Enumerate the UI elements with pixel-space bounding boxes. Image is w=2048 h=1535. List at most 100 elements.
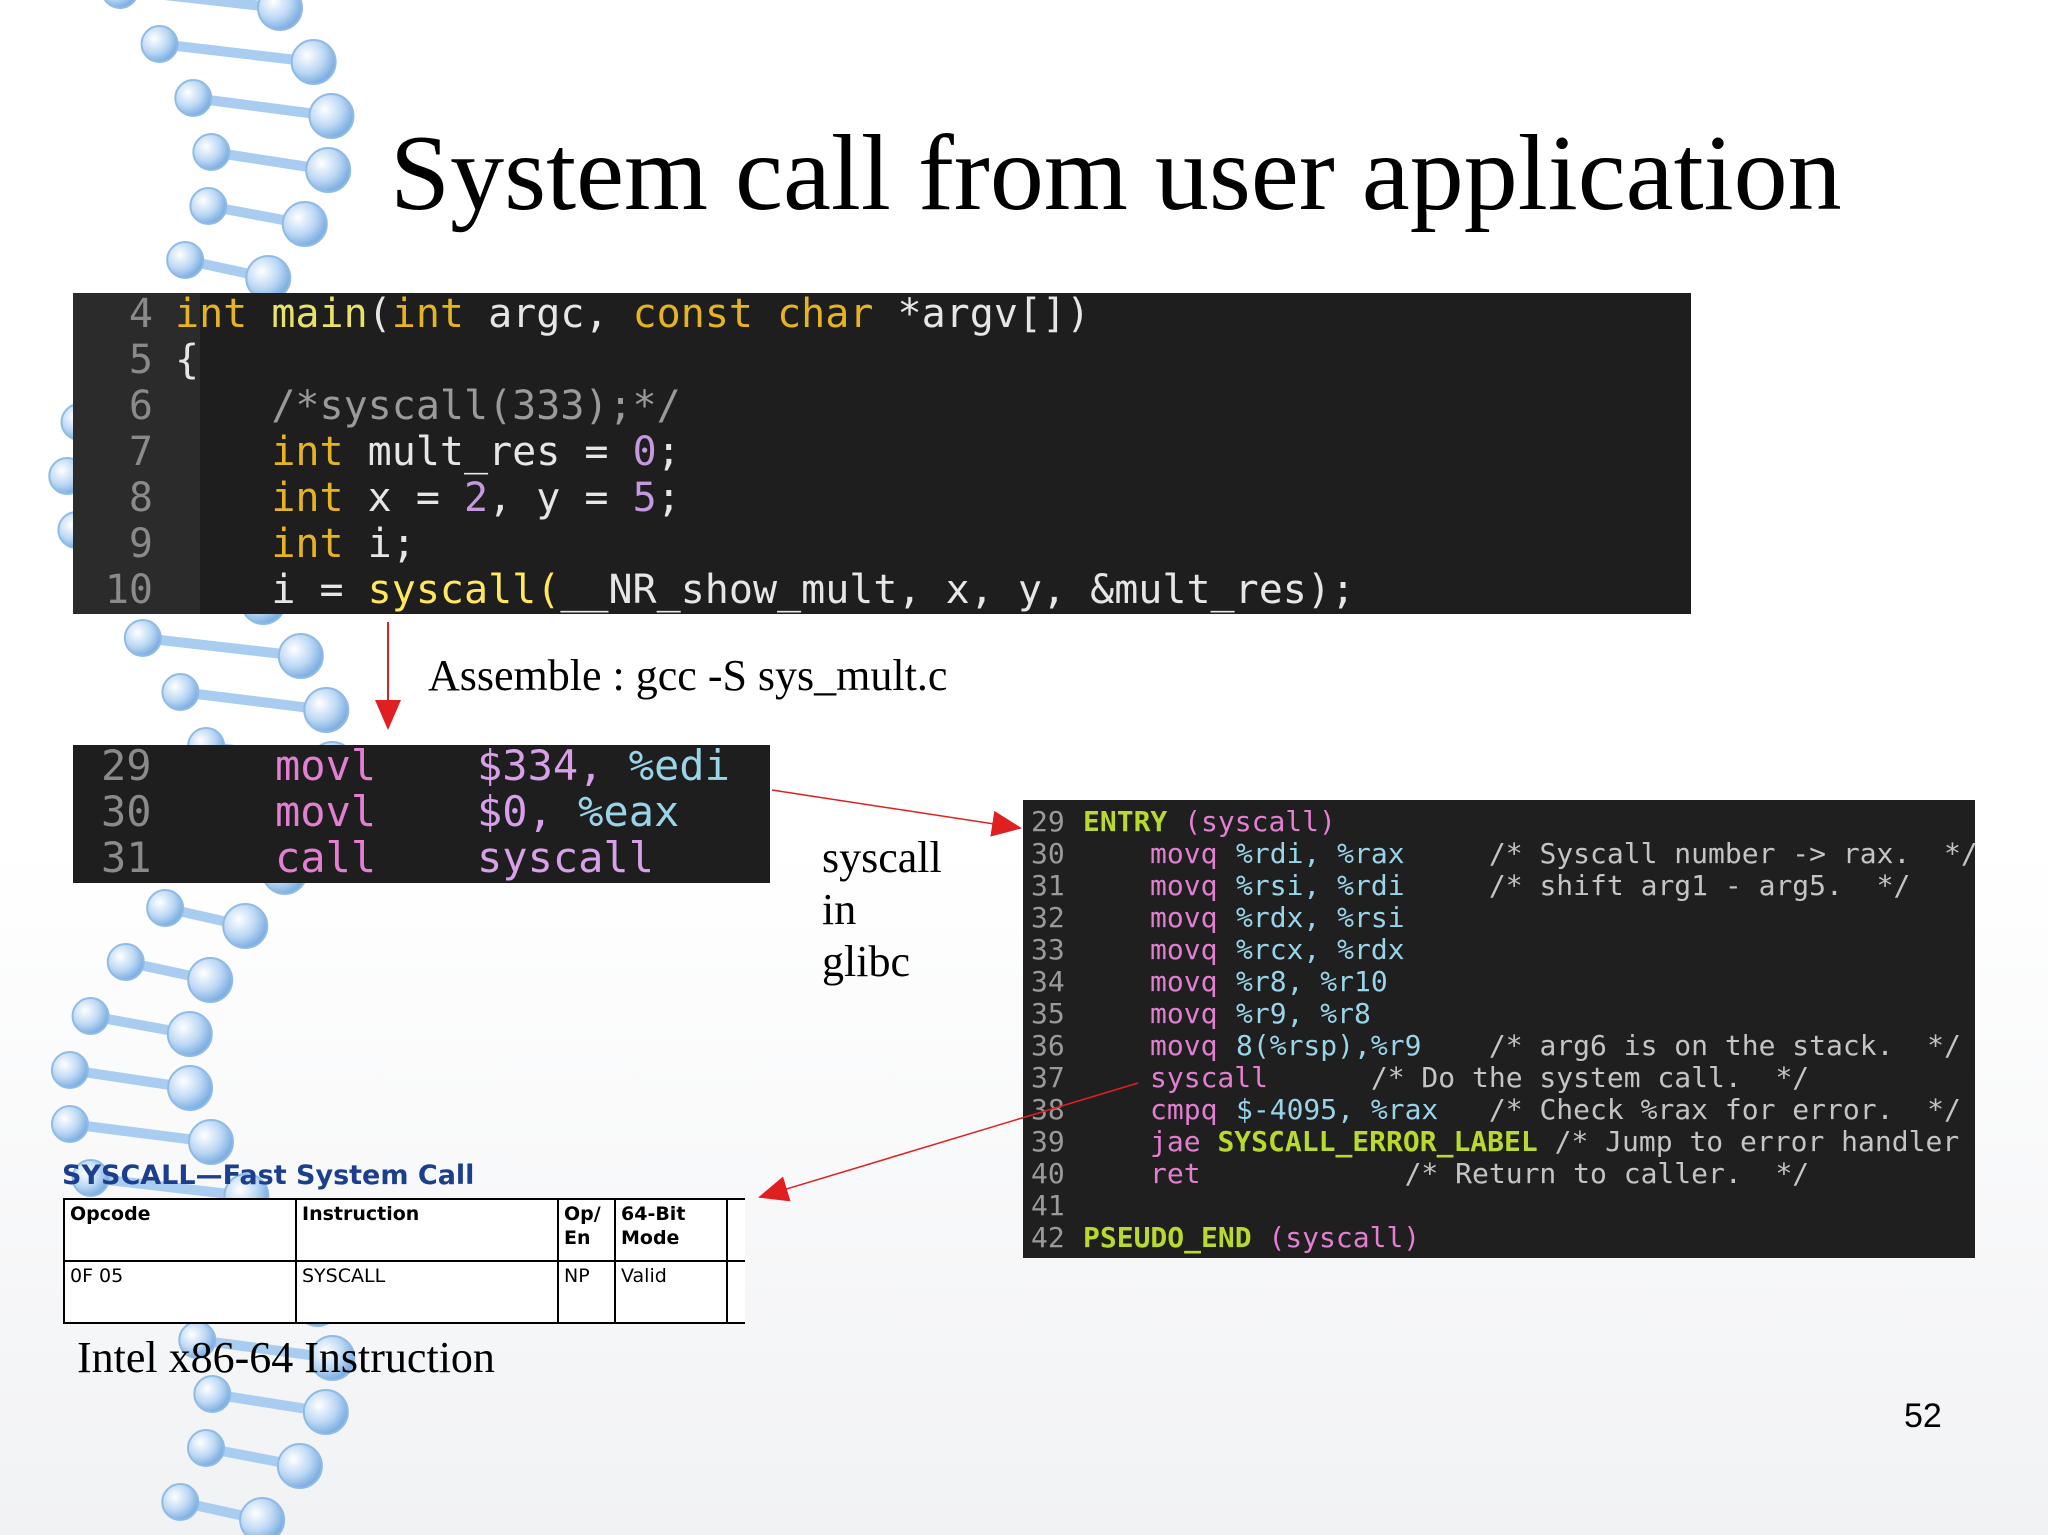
line-number: 33 — [1031, 933, 1065, 966]
asm-operands: $0, %eax — [477, 789, 679, 835]
glibc-comment: /* shift arg1 - arg5. */ — [1404, 869, 1911, 902]
code-text: int mult_res = 0; — [175, 429, 680, 475]
macro-name: ENTRY — [1083, 805, 1168, 838]
line-number: 31 — [101, 833, 152, 882]
glibc-comment: /* Check %rax for error. */ — [1438, 1093, 1961, 1126]
glibc-instruction: movq — [1150, 902, 1217, 934]
glibc-operands: $-4095, %rax /* Check %rax for error. */ — [1236, 1094, 1961, 1126]
assemble-label: Assemble : gcc -S sys_mult.c — [428, 651, 948, 700]
helix-ball — [188, 1119, 235, 1165]
glibc-line: 33 movq %rcx, %rdx — [1023, 934, 1975, 966]
asm-operand-1: $0, — [477, 787, 553, 836]
glibc-opcode: cmpq — [1150, 1093, 1218, 1126]
glibc-operands: %r8, %r10 — [1236, 966, 1388, 998]
glibc-instruction: movq — [1150, 966, 1217, 998]
code-token: 2 — [464, 475, 489, 521]
glibc-comment: /* Return to caller. */ — [1236, 1157, 1810, 1190]
line-number: 34 — [1031, 965, 1065, 998]
code-line: 6 /*syscall(333);*/ — [73, 383, 681, 429]
intel-instruction-table: Opcode Instruction Op/ En 64-Bit Mode 0F… — [63, 1198, 745, 1324]
glibc-operands: %r9, %r8 — [1236, 998, 1371, 1030]
code-token: *argv[]) — [873, 293, 1091, 337]
code-token: x = — [343, 475, 464, 521]
intel-instruction-title: SYSCALL—Fast System Call — [62, 1160, 475, 1191]
code-token: /*syscall(333);*/ — [271, 383, 681, 429]
code-text: int main(int argc, const char *argv[]) — [175, 293, 1090, 337]
code-token — [175, 383, 271, 429]
asm-operand-1: syscall — [477, 833, 655, 882]
line-number: 36 — [1031, 1029, 1065, 1062]
helix-ball — [146, 889, 185, 927]
header-opcode: Opcode — [63, 1198, 297, 1262]
code-line: 5{ — [73, 337, 199, 383]
line-number: 30 — [101, 787, 152, 836]
helix-bond — [137, 633, 306, 661]
code-token — [175, 475, 271, 521]
slide-title: System call from user application — [390, 114, 1842, 233]
glibc-line: 38 cmpq $-4095, %rax /* Check %rax for err… — [1023, 1094, 1975, 1126]
code-gutter — [73, 293, 200, 614]
helix-ball — [189, 187, 228, 225]
macro-args: (syscall) — [1251, 1221, 1421, 1254]
glibc-args: %rdi, %rax — [1236, 837, 1405, 870]
code-token: __NR_show_mult, x, y, &mult_res); — [560, 567, 1356, 613]
helix-bond — [64, 1119, 217, 1147]
line-number: 4 — [128, 293, 153, 337]
code-token: 0 — [632, 429, 657, 475]
line-number: 42 — [1031, 1221, 1065, 1254]
code-token: const char — [632, 293, 874, 337]
helix-ball — [305, 147, 352, 193]
glibc-opcode: syscall — [1150, 1061, 1269, 1094]
header-truncated — [726, 1198, 745, 1262]
header-64bit-mode: 64-Bit Mode — [614, 1198, 728, 1262]
helix-ball — [192, 133, 231, 171]
helix-ball — [167, 1065, 214, 1111]
helix-ball — [308, 93, 355, 139]
line-number: 32 — [1031, 901, 1065, 934]
asm-operand-1: $334, — [477, 745, 604, 790]
helix-ball — [281, 201, 328, 247]
cell-64bit-mode: Valid — [614, 1260, 728, 1324]
intel-caption: Intel x86-64 Instruction — [77, 1333, 495, 1382]
code-token: 5 — [632, 475, 657, 521]
glibc-opcode: movq — [1150, 869, 1218, 902]
code-token: mult_res = — [343, 429, 633, 475]
asm-operands: $334, %edi — [477, 745, 730, 789]
line-number: 40 — [1031, 1157, 1065, 1190]
helix-ball — [166, 241, 205, 279]
helix-ball — [106, 943, 145, 981]
code-token — [175, 521, 271, 567]
glibc-opcode: ret — [1150, 1157, 1201, 1190]
line-number: 9 — [128, 521, 153, 567]
glibc-operands: /* Return to caller. */ — [1236, 1157, 1810, 1190]
code-text: /*syscall(333);*/ — [175, 383, 681, 429]
glibc-instruction: ret — [1150, 1158, 1201, 1190]
code-line: 10 i = syscall(__NR_show_mult, x, y, &mu… — [73, 567, 1355, 613]
page-number: 52 — [1904, 1397, 1942, 1435]
macro-args: (syscall) — [1167, 805, 1336, 838]
helix-ball — [161, 673, 200, 711]
helix-ball — [193, 1375, 232, 1413]
glibc-label-line-1: syscall — [822, 833, 942, 882]
helix-ball — [71, 1159, 110, 1197]
asm-opcode: movl — [275, 745, 377, 790]
helix-ball — [103, 0, 137, 9]
helix-ball — [303, 687, 350, 733]
helix-ball — [174, 79, 213, 117]
line-number: 6 — [128, 383, 153, 429]
glibc-args: $-4095, %rax — [1236, 1093, 1439, 1126]
glibc-operands: %rcx, %rdx — [1236, 934, 1405, 966]
glibc-instruction: movq — [1150, 934, 1217, 966]
line-number: 38 — [1031, 1093, 1065, 1126]
line-number: 10 — [104, 567, 153, 613]
line-number: 7 — [128, 429, 153, 475]
glibc-comment: /* arg6 is on the stack. */ — [1421, 1029, 1961, 1062]
line-number: 35 — [1031, 997, 1065, 1030]
glibc-operands: 8(%rsp),%r9 /* arg6 is on the stack. */ — [1236, 1030, 1961, 1062]
